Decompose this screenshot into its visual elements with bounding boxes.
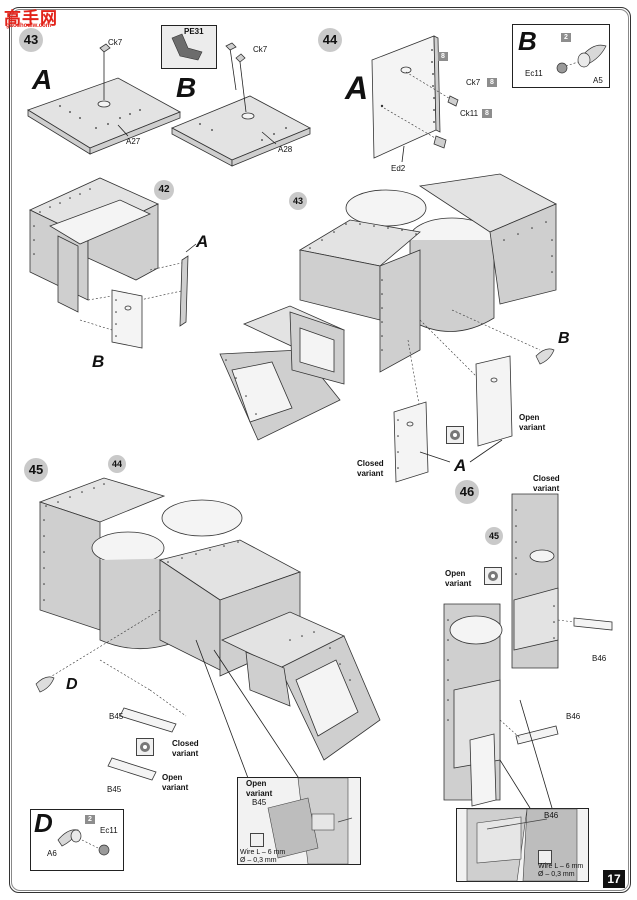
pe31-part-icon [171,33,203,61]
step-43-number: 43 [19,28,43,52]
part-ck11-label: Ck11 [460,109,479,118]
closed-variant-label-44: Closed variant [357,459,384,478]
step-45-detail-drawing [267,777,353,865]
variant-choice-icon-45 [136,738,154,756]
step-44-number: 44 [318,28,342,52]
color-ref-2a: 2 [561,33,571,42]
part-a28-label: A28 [278,145,293,154]
part-ck7-label-b: Ck7 [253,45,268,54]
wire-symbol-icon-46 [538,850,552,864]
part-b45-label-b: B45 [107,785,122,794]
step-45-label-d: D [66,676,78,693]
step-46-detail-drawing [466,808,578,882]
color-ref-8b: 8 [487,78,497,87]
page-frame [9,7,631,893]
part-b46-label-inset: B46 [544,811,559,820]
step-45-number: 45 [24,458,48,482]
ref-42-number: 42 [154,180,174,200]
part-a27-label: A27 [126,137,141,146]
part-b46-label-b: B46 [566,712,581,721]
part-ck7-label: Ck7 [108,38,123,47]
part-pe31-label: PE31 [184,27,204,36]
wire-length-46: Wire L – 6 mm [538,863,584,870]
color-ref-8a: 8 [438,51,448,61]
step-44-label-a: A [345,70,369,106]
part-ec11-label-b: Ec11 [525,69,543,78]
part-a6-label: A6 [47,849,57,858]
variant-choice-icon-46 [484,567,502,585]
logo-text: 高手网 [4,9,58,29]
open-variant-label-46: Open variant [445,569,472,588]
ref-45-number: 45 [485,527,503,545]
open-variant-label-inset-45: Open variant [246,779,273,798]
step-43-label-a: A [32,64,53,95]
watermark-logo: 高手网 gaoshoulw.com [4,4,74,30]
step-43-label-b: B [176,72,197,103]
part-ec11-label-d: Ec11 [100,826,118,835]
part-b45-label-a: B45 [109,712,124,721]
ref-43-number: 43 [289,192,307,210]
callout-d-label: D [34,808,53,838]
wire-diameter-46: Ø – 0,3 mm [538,871,575,878]
color-ref-2b: 2 [85,815,95,824]
variant-choice-icon-44 [446,426,464,444]
part-ck7-label-44: Ck7 [466,78,481,87]
part-ed2-label: Ed2 [391,164,406,173]
page-frame-inner [11,9,629,891]
wire-diameter-45: Ø – 0,3 mm [240,857,277,864]
step-42-label-a: A [196,232,209,251]
closed-variant-label-45: Closed variant [172,739,199,758]
part-a5-label: A5 [593,76,603,85]
part-b46-label-a: B46 [592,654,607,663]
step-44-label-a2: A [454,456,467,475]
color-ref-8c: 8 [482,109,492,118]
callout-b-label: B [518,26,537,56]
step-44-label-b: B [558,330,570,347]
open-variant-label-44: Open variant [519,413,546,432]
step-42-label-b: B [92,352,105,371]
step-45-detail-inset [237,777,361,865]
part-b45-label-inset: B45 [252,798,267,807]
open-variant-label-45: Open variant [162,773,189,792]
wire-length-45: Wire L – 6 mm [240,849,286,856]
logo-url: gaoshoulw.com [6,23,52,29]
step-46-detail-inset [456,808,589,882]
step-46-number: 46 [455,480,479,504]
closed-variant-label-46: Closed variant [533,474,560,493]
pe31-callout [161,25,217,69]
wire-symbol-icon-45 [250,833,264,847]
page-number: 17 [603,870,625,888]
ref-44-number: 44 [108,455,126,473]
